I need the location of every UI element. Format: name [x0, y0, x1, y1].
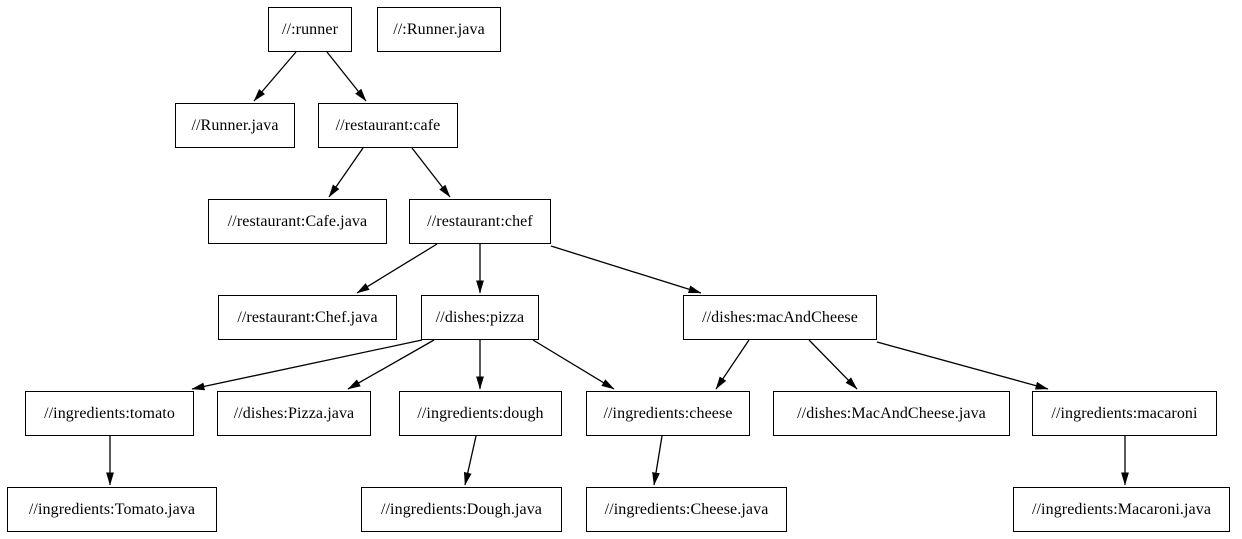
graph-node-dough: //ingredients:dough — [399, 391, 562, 436]
graph-node-macandcheese-java: //dishes:MacAndCheese.java — [773, 391, 1010, 436]
graph-node-pizza: //dishes:pizza — [421, 295, 539, 340]
graph-node-dough-java: //ingredients:Dough.java — [361, 487, 562, 532]
graph-node-cafe-java: //restaurant:Cafe.java — [208, 199, 387, 244]
graph-node-label: //restaurant:cafe — [335, 116, 441, 134]
graph-node-label: //dishes:pizza — [435, 308, 525, 326]
graph-node-tomato: //ingredients:tomato — [25, 391, 194, 436]
graph-node-label: //restaurant:Chef.java — [237, 308, 378, 326]
graph-edge-runner-to-cafe — [326, 51, 367, 102]
graph-node-label: //Runner.java — [191, 116, 279, 134]
graph-node-label: //restaurant:chef — [427, 212, 533, 230]
graph-node-macaroni-java: //ingredients:Macaroni.java — [1013, 487, 1230, 532]
graph-node-label: //:Runner.java — [393, 20, 485, 38]
graph-node-chef-java: //restaurant:Chef.java — [218, 295, 397, 340]
graph-edge-chef-to-macandcheese — [550, 245, 702, 294]
graph-node-label: //ingredients:Cheese.java — [604, 500, 769, 518]
graph-node-label: //ingredients:tomato — [44, 404, 175, 422]
graph-node-runner: //:runner — [268, 7, 352, 52]
graph-node-macaroni: //ingredients:macaroni — [1032, 391, 1217, 436]
graph-node-pizza-java: //dishes:Pizza.java — [217, 391, 371, 436]
graph-node-cheese: //ingredients:cheese — [586, 391, 750, 436]
graph-node-tomato-java: //ingredients:Tomato.java — [7, 487, 217, 532]
graph-node-macandcheese: //dishes:macAndCheese — [683, 295, 877, 340]
graph-node-label: //ingredients:Dough.java — [380, 500, 543, 518]
graph-node-cheese-java: //ingredients:Cheese.java — [586, 487, 787, 532]
graph-edge-cafe-to-cafe-java — [328, 147, 364, 198]
graph-node-label: //ingredients:Macaroni.java — [1031, 500, 1212, 518]
graph-node-label: //ingredients:macaroni — [1051, 404, 1198, 422]
graph-node-root-runner-java: //:Runner.java — [377, 7, 501, 52]
graph-edge-macandcheese-to-cheese — [715, 339, 750, 390]
graph-node-label: //ingredients:Tomato.java — [28, 500, 196, 518]
graph-node-label: //:runner — [282, 20, 338, 38]
graph-edge-dough-to-dough-java — [463, 435, 477, 486]
graph-node-label: //dishes:MacAndCheese.java — [797, 404, 986, 422]
graph-edge-chef-to-chef-java — [356, 243, 438, 294]
graph-node-label: //dishes:macAndCheese — [702, 308, 858, 326]
graph-edge-cafe-to-chef — [411, 147, 451, 198]
graph-edge-macandcheese-to-macaroni — [876, 341, 1049, 390]
graph-node-chef: //restaurant:chef — [409, 199, 551, 244]
graph-edge-pizza-to-cheese — [532, 339, 615, 390]
graph-edge-macandcheese-to-macandcheese-java — [808, 339, 858, 390]
graph-node-runner-java: //Runner.java — [175, 103, 295, 148]
graph-node-label: //ingredients:dough — [417, 404, 544, 422]
graph-edge-cheese-to-cheese-java — [652, 435, 663, 486]
graph-node-label: //restaurant:Cafe.java — [227, 212, 368, 230]
graph-edge-runner-to-runner-java — [253, 51, 297, 102]
graph-edge-pizza-to-pizza-java — [347, 339, 435, 390]
graph-node-label: //ingredients:cheese — [603, 404, 733, 422]
graph-node-label: //dishes:Pizza.java — [233, 404, 355, 422]
graph-edge-pizza-to-tomato — [191, 339, 423, 391]
graph-node-cafe: //restaurant:cafe — [318, 103, 458, 148]
